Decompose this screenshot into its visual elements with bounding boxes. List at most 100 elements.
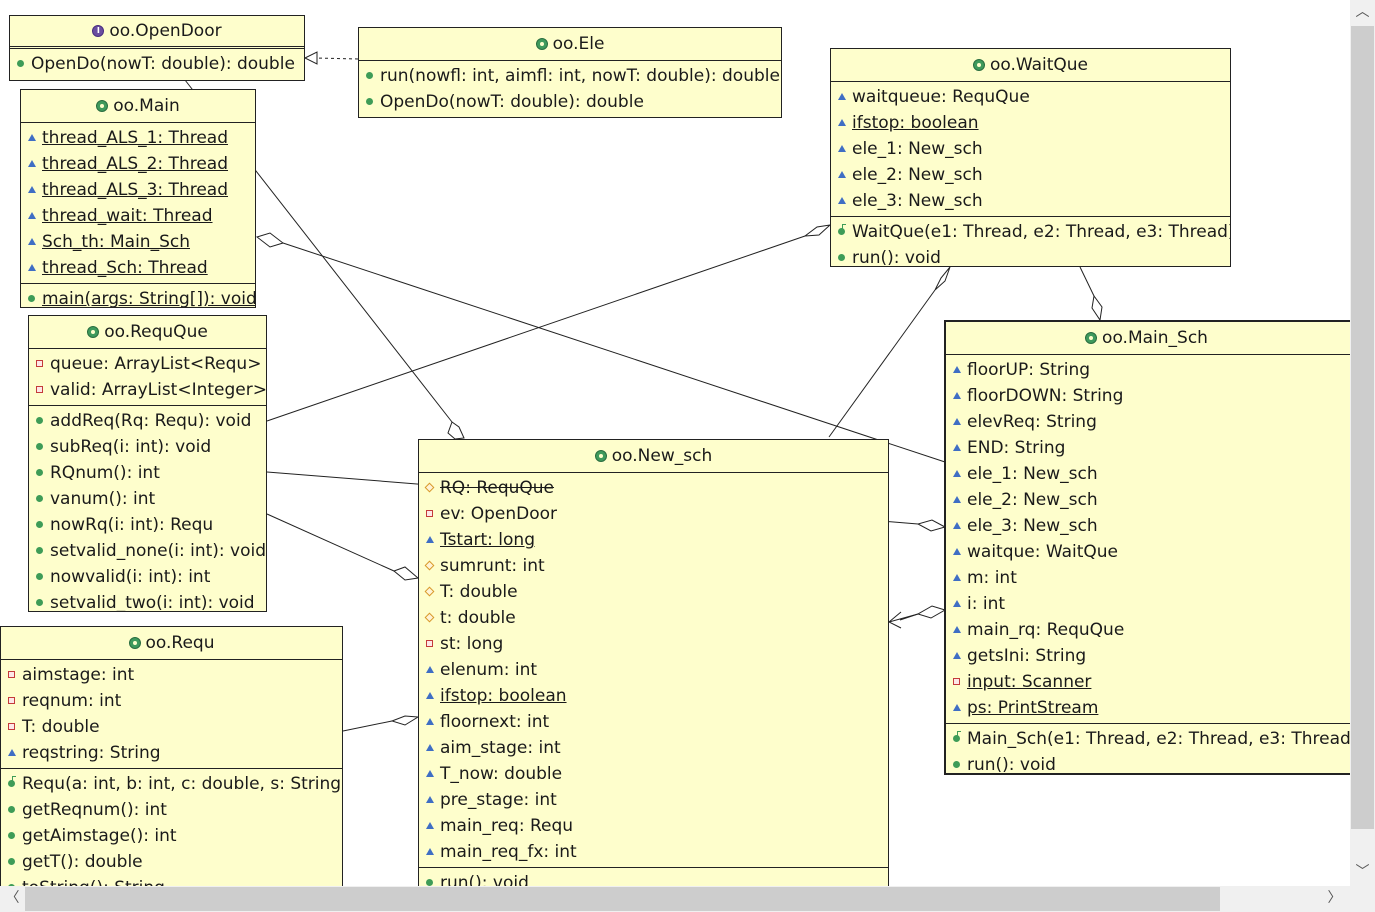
- method-row[interactable]: getAimstage(): int: [1, 823, 342, 849]
- attribute-row[interactable]: reqnum: int: [1, 688, 342, 714]
- vertical-scroll-thumb[interactable]: [1351, 26, 1374, 829]
- method-row[interactable]: run(nowfl: int, aimfl: int, nowT: double…: [359, 63, 781, 89]
- class-requque[interactable]: oo.RequQue queue: ArrayList<Requ>valid: …: [28, 315, 267, 612]
- attribute-row[interactable]: thread_wait: Thread: [21, 203, 255, 229]
- attribute-row[interactable]: waitque: WaitQue: [946, 539, 1350, 565]
- method-row[interactable]: OpenDo(nowT: double): double: [359, 89, 781, 115]
- attribute-row[interactable]: input: Scanner: [946, 669, 1350, 695]
- package-icon: [426, 666, 434, 673]
- method-row[interactable]: toString(): String: [1, 875, 342, 886]
- package-icon: [953, 548, 961, 555]
- attribute-row[interactable]: floornext: int: [419, 709, 888, 735]
- attribute-row[interactable]: thread_Sch: Thread: [21, 255, 255, 281]
- method-text: run(nowfl: int, aimfl: int, nowT: double…: [380, 66, 780, 86]
- class-ele[interactable]: oo.Ele run(nowfl: int, aimfl: int, nowT:…: [358, 27, 782, 118]
- attribute-row[interactable]: T: double: [419, 579, 888, 605]
- method-row[interactable]: getReqnum(): int: [1, 797, 342, 823]
- attribute-row[interactable]: i: int: [946, 591, 1350, 617]
- method-row[interactable]: Requ(a: int, b: int, c: double, s: Strin…: [1, 771, 342, 797]
- horizontal-scroll-thumb[interactable]: [25, 887, 1220, 911]
- attribute-row[interactable]: T_now: double: [419, 761, 888, 787]
- attribute-text: ele_3: New_sch: [852, 191, 983, 211]
- attribute-row[interactable]: ele_3: New_sch: [831, 188, 1230, 214]
- assoc-waitque-newsch: [828, 289, 936, 438]
- attribute-row[interactable]: t: double: [419, 605, 888, 631]
- vertical-scrollbar[interactable]: ︿ ﹀: [1350, 0, 1375, 886]
- method-row[interactable]: run(): void: [946, 752, 1350, 773]
- method-row[interactable]: vanum(): int: [29, 486, 266, 512]
- method-row[interactable]: setvalid_none(i: int): void: [29, 538, 266, 564]
- attribute-row[interactable]: ifstop: boolean: [831, 110, 1230, 136]
- attribute-row[interactable]: END: String: [946, 435, 1350, 461]
- method-row[interactable]: nowRq(i: int): Requ: [29, 512, 266, 538]
- attribute-row[interactable]: ps: PrintStream: [946, 695, 1350, 721]
- attribute-row[interactable]: floorDOWN: String: [946, 383, 1350, 409]
- attribute-row[interactable]: ele_2: New_sch: [946, 487, 1350, 513]
- attribute-row[interactable]: RQ: RequQue: [419, 475, 888, 501]
- method-row[interactable]: RQnum(): int: [29, 460, 266, 486]
- attribute-row[interactable]: Sch_th: Main_Sch: [21, 229, 255, 255]
- package-icon: [953, 444, 961, 451]
- scroll-left-icon[interactable]: 〈: [5, 890, 20, 906]
- attribute-text: Tstart: long: [440, 530, 535, 550]
- attribute-row[interactable]: thread_ALS_3: Thread: [21, 177, 255, 203]
- method-row[interactable]: nowvalid(i: int): int: [29, 564, 266, 590]
- method-row[interactable]: main(args: String[]): void: [21, 286, 255, 307]
- attribute-row[interactable]: thread_ALS_1: Thread: [21, 125, 255, 151]
- attribute-row[interactable]: ele_2: New_sch: [831, 162, 1230, 188]
- method-row[interactable]: getT(): double: [1, 849, 342, 875]
- attribute-row[interactable]: main_req_fx: int: [419, 839, 888, 865]
- horizontal-scrollbar[interactable]: 〈 〉: [0, 886, 1350, 912]
- attribute-row[interactable]: ifstop: boolean: [419, 683, 888, 709]
- attribute-row[interactable]: waitqueue: RequQue: [831, 84, 1230, 110]
- attribute-row[interactable]: m: int: [946, 565, 1350, 591]
- attribute-row[interactable]: ele_1: New_sch: [831, 136, 1230, 162]
- scroll-down-icon[interactable]: ﹀: [1355, 864, 1370, 880]
- method-row[interactable]: OpenDo(nowT: double): double: [10, 51, 304, 77]
- attribute-text: waitqueue: RequQue: [852, 87, 1030, 107]
- diagram-canvas[interactable]: oo.OpenDoor OpenDo(nowT: double): double…: [0, 0, 1350, 886]
- attribute-row[interactable]: aim_stage: int: [419, 735, 888, 761]
- method-row[interactable]: Main_Sch(e1: Thread, e2: Thread, e3: Thr…: [946, 726, 1350, 752]
- class-opendoor[interactable]: oo.OpenDoor OpenDo(nowT: double): double: [9, 15, 305, 81]
- attribute-row[interactable]: pre_stage: int: [419, 787, 888, 813]
- attribute-row[interactable]: main_req: Requ: [419, 813, 888, 839]
- attribute-row[interactable]: ele_3: New_sch: [946, 513, 1350, 539]
- method-row[interactable]: addReq(Rq: Requ): void: [29, 408, 266, 434]
- public-icon: [36, 443, 43, 450]
- method-row[interactable]: run(): void: [419, 870, 888, 886]
- package-icon: [838, 119, 846, 126]
- method-row[interactable]: subReq(i: int): void: [29, 434, 266, 460]
- method-row[interactable]: setvalid_two(i: int): void: [29, 590, 266, 611]
- attribute-row[interactable]: aimstage: int: [1, 662, 342, 688]
- scroll-right-icon[interactable]: 〉: [1327, 890, 1342, 906]
- public-icon: [36, 521, 43, 528]
- attribute-row[interactable]: elenum: int: [419, 657, 888, 683]
- attribute-row[interactable]: ele_1: New_sch: [946, 461, 1350, 487]
- scroll-up-icon[interactable]: ︿: [1355, 4, 1370, 20]
- attribute-row[interactable]: sumrunt: int: [419, 553, 888, 579]
- attribute-row[interactable]: floorUP: String: [946, 357, 1350, 383]
- method-row[interactable]: WaitQue(e1: Thread, e2: Thread, e3: Thre…: [831, 219, 1230, 245]
- attribute-row[interactable]: main_rq: RequQue: [946, 617, 1350, 643]
- private-icon: [953, 678, 960, 685]
- public-icon: [28, 295, 35, 302]
- public-icon: [8, 884, 15, 886]
- attribute-row[interactable]: st: long: [419, 631, 888, 657]
- method-row[interactable]: run(): void: [831, 245, 1230, 266]
- attribute-row[interactable]: thread_ALS_2: Thread: [21, 151, 255, 177]
- attribute-row[interactable]: queue: ArrayList<Requ>: [29, 351, 266, 377]
- attribute-row[interactable]: elevReq: String: [946, 409, 1350, 435]
- attribute-row[interactable]: reqstring: String: [1, 740, 342, 766]
- attribute-row[interactable]: ev: OpenDoor: [419, 501, 888, 527]
- attribute-row[interactable]: getsIni: String: [946, 643, 1350, 669]
- attribute-row[interactable]: T: double: [1, 714, 342, 740]
- attribute-row[interactable]: Tstart: long: [419, 527, 888, 553]
- attribute-row[interactable]: valid: ArrayList<Integer>: [29, 377, 266, 403]
